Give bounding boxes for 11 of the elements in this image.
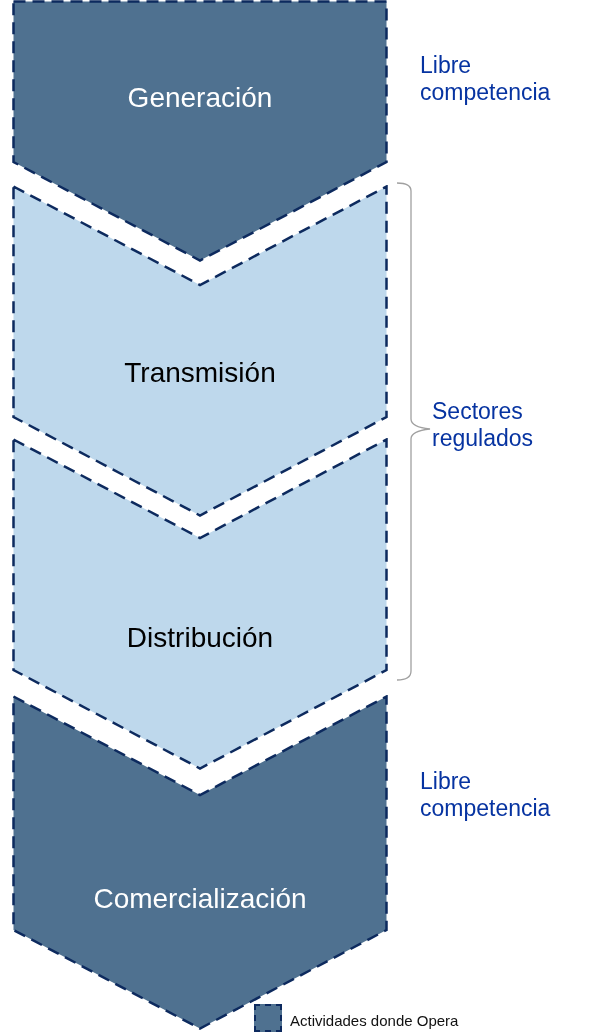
chevron-step bbox=[12, 185, 388, 517]
step-label: Distribución bbox=[125, 622, 275, 654]
side-note: Libre competencia bbox=[420, 52, 552, 106]
step-label: Generación bbox=[126, 82, 274, 114]
side-note: Libre competencia bbox=[420, 768, 552, 822]
legend-label: Actividades donde Opera bbox=[290, 1012, 459, 1030]
step-label: Comercialización bbox=[92, 883, 308, 915]
step-label: Transmisión bbox=[123, 357, 277, 389]
bracket-note: Sectores regulados bbox=[432, 398, 535, 452]
chevron-step bbox=[12, 0, 388, 262]
chevron-step bbox=[12, 438, 388, 770]
